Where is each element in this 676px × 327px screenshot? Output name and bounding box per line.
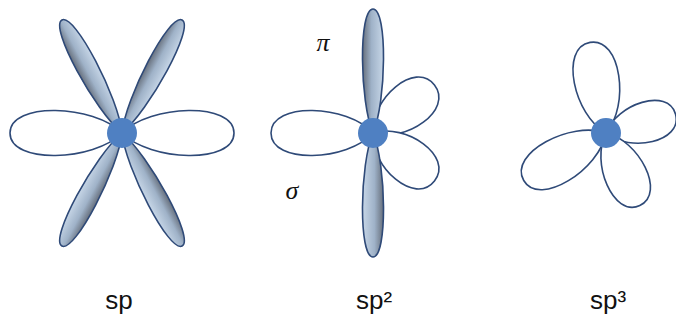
atom-center — [107, 118, 137, 148]
atom-center — [358, 118, 388, 148]
bond-symbol: π — [316, 30, 329, 56]
hybridization-label: sp² — [356, 287, 392, 313]
hybridization-label: sp — [105, 287, 132, 313]
pi-lobe — [362, 9, 383, 133]
bond-symbol: σ — [286, 178, 299, 204]
sigma-lobe — [122, 110, 234, 155]
hybridization-label: sp³ — [590, 287, 626, 313]
sigma-lobe — [271, 110, 373, 155]
pi-lobe — [362, 133, 383, 257]
sigma-lobe — [10, 110, 122, 155]
atom-center — [591, 118, 621, 148]
